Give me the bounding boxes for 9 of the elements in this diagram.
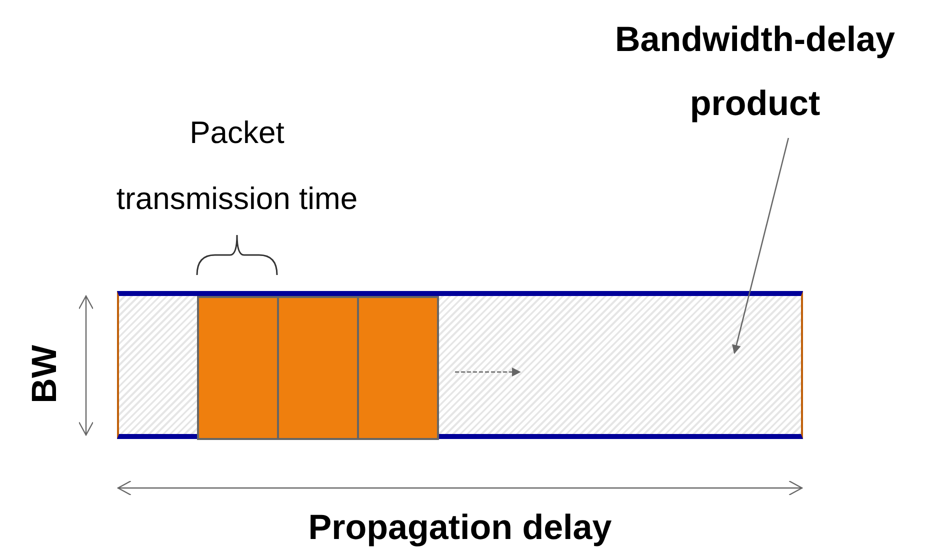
packet-block — [197, 296, 279, 440]
caption-text: Packet transmission time — [115, 114, 359, 218]
packet-block — [277, 296, 359, 440]
packet-block — [357, 296, 439, 440]
dimension-label: BW — [25, 345, 65, 404]
dimension-label: Propagation delay — [307, 507, 613, 549]
pipe-channel — [117, 291, 803, 439]
leader-line — [732, 138, 790, 354]
callout-text: Bandwidth-delay product — [588, 8, 922, 136]
